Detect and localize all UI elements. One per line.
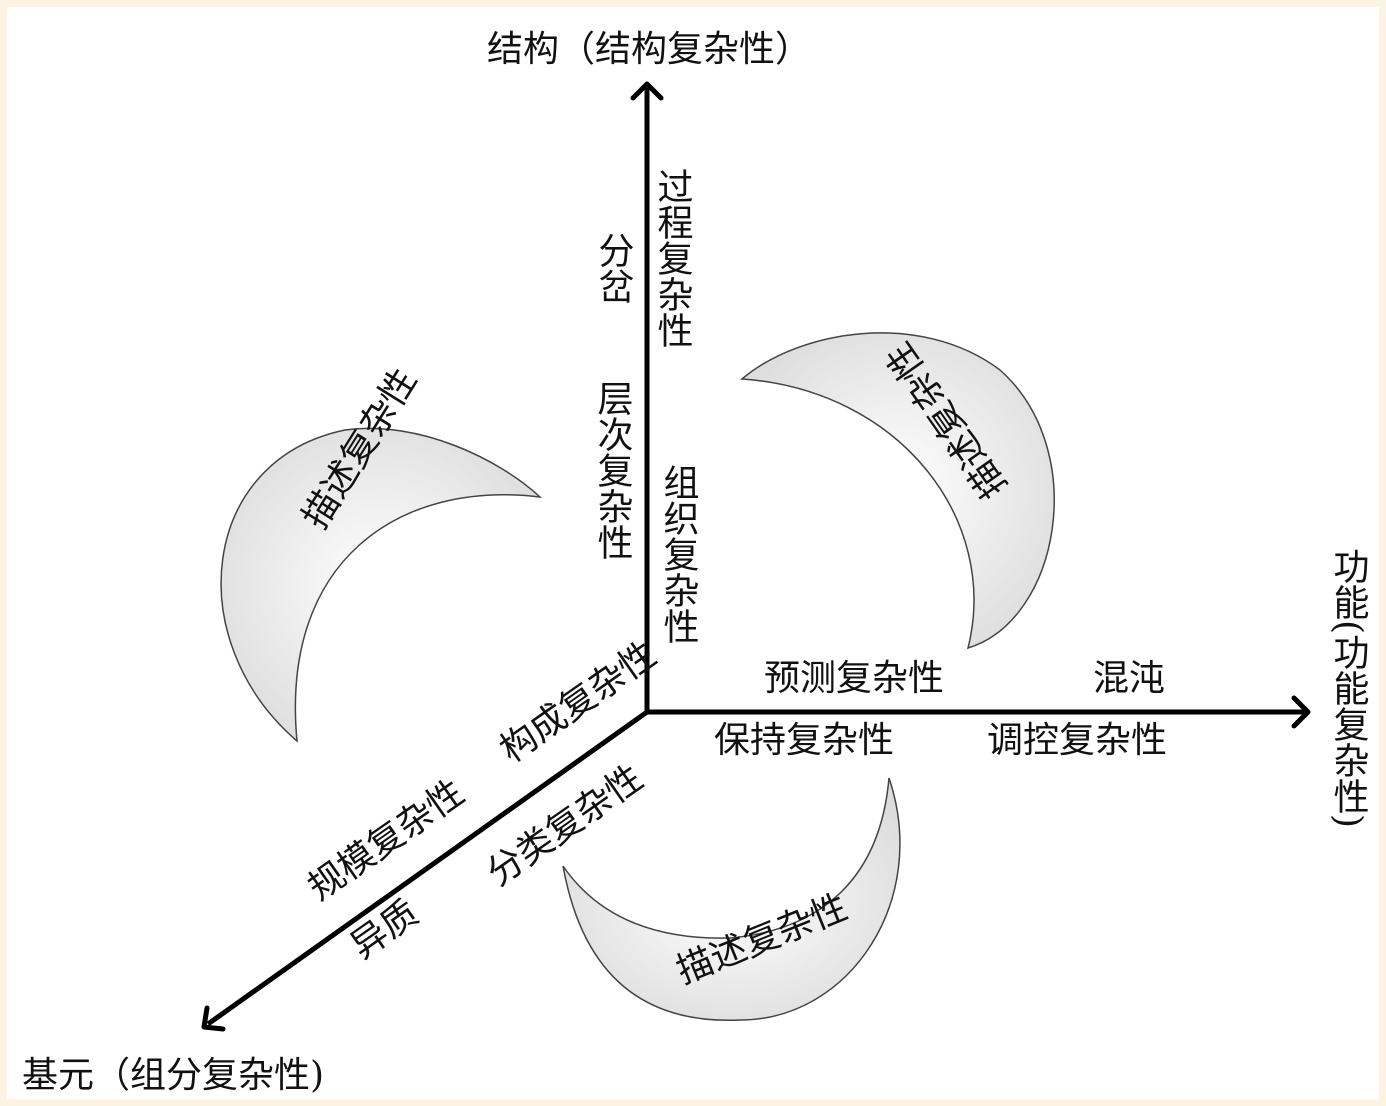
label-regulation-complexity: 调控复杂性 — [987, 720, 1167, 761]
label-process-complexity: 过程复杂性 — [652, 168, 693, 348]
diagonal-arrowhead — [201, 1005, 226, 1032]
label-chaos: 混沌 — [1093, 658, 1165, 699]
vertical-axis-title: 结构（结构复杂性） — [487, 29, 811, 70]
label-branch: 分岔 — [593, 232, 634, 304]
vertical-arrowhead — [630, 81, 664, 101]
horizontal-arrowhead — [1291, 695, 1311, 729]
diagonal-axis-title: 基元（组分复杂性) — [22, 1055, 324, 1096]
crescent-left — [220, 427, 543, 743]
horizontal-axis-title: 功能(功能复杂性) — [1328, 548, 1369, 828]
label-maintenance-complexity: 保持复杂性 — [714, 720, 894, 761]
label-organization-complexity: 组织复杂性 — [658, 464, 699, 644]
complexity-diagram: 结构（结构复杂性） 基元（组分复杂性) 功能(功能复杂性) 过程复杂性 分岔 层… — [7, 7, 1379, 1099]
label-prediction-complexity: 预测复杂性 — [764, 658, 944, 699]
label-hierarchy-complexity: 层次复杂性 — [592, 380, 633, 560]
crescent-bottom — [562, 777, 901, 1021]
diagonal-axis — [206, 709, 649, 1027]
crescent-upper-right — [740, 332, 1055, 650]
